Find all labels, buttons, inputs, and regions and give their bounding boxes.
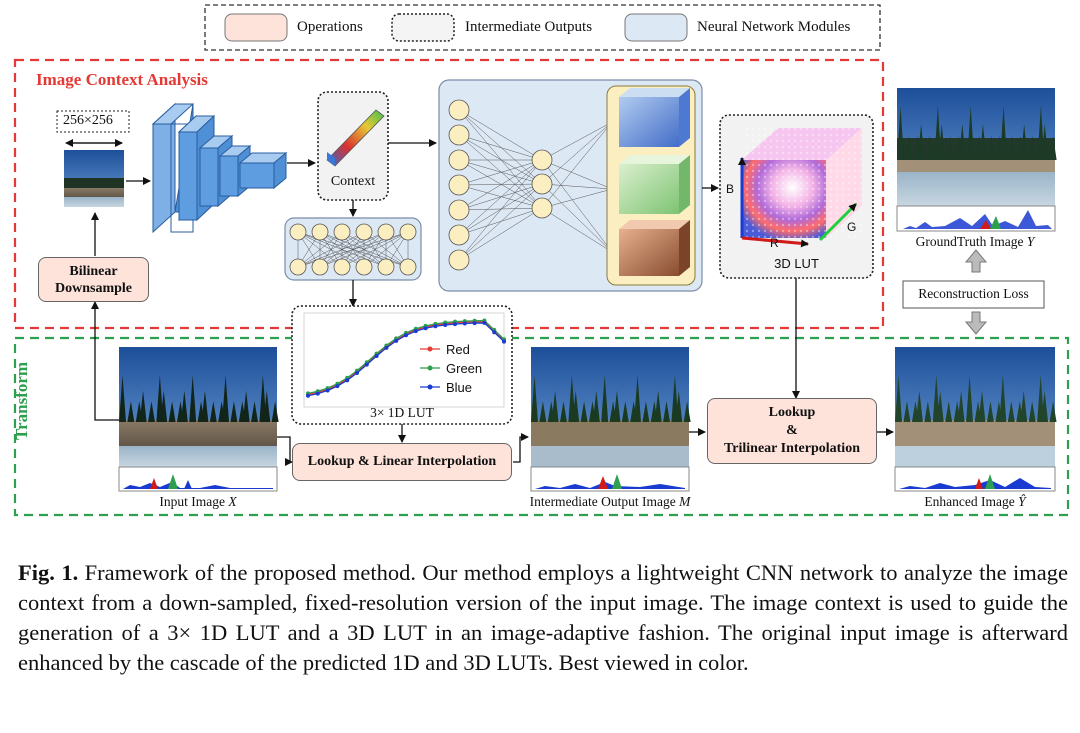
- nn-node: [448, 149, 470, 171]
- nn-node: [377, 223, 395, 241]
- lookup-linear-box: Lookup & Linear Interpolation: [292, 443, 512, 481]
- lut3d-label: 3D LUT: [774, 256, 819, 271]
- axis-r-label: R: [770, 236, 779, 250]
- nn-node: [311, 258, 329, 276]
- nn-node: [448, 224, 470, 246]
- input-image-label: Input Image X: [159, 494, 237, 509]
- lookup-tri-line2: &: [786, 423, 798, 438]
- nn-node: [377, 258, 395, 276]
- lookup-trilinear-box: Lookup & Trilinear Interpolation: [707, 398, 877, 464]
- nn-node: [333, 223, 351, 241]
- framework-figure: Operations Intermediate Outputs Neural N…: [12, 4, 1070, 517]
- nn-node: [531, 149, 553, 171]
- caption-text: Framework of the proposed method. Our me…: [18, 560, 1069, 675]
- nn-node: [355, 258, 373, 276]
- reconstruction-loss-label: Reconstruction Loss: [918, 286, 1029, 301]
- nn-node: [448, 249, 470, 271]
- lookup-tri-line3: Trilinear Interpolation: [724, 441, 860, 456]
- nn-node: [399, 258, 417, 276]
- lut1d-label: 3× 1D LUT: [370, 405, 434, 420]
- legend-intermediate: Intermediate Outputs: [465, 19, 593, 35]
- nn-node: [311, 223, 329, 241]
- nn-node: [399, 223, 417, 241]
- nn-node: [289, 223, 307, 241]
- lut1d-legend-blue: Blue: [446, 380, 473, 395]
- legend-modules: Neural Network Modules: [697, 19, 851, 35]
- transform-section-title: Transform: [12, 361, 31, 440]
- axis-g-label: G: [847, 220, 857, 234]
- enhanced-image-label: Enhanced Image Ŷ: [924, 494, 1026, 509]
- nn-node: [289, 258, 307, 276]
- intermediate-image-label: Intermediate Output Image M: [529, 494, 691, 509]
- legend-operations: Operations: [297, 19, 363, 35]
- nn-node: [333, 258, 351, 276]
- nn-node: [531, 173, 553, 195]
- context-section-title: Image Context Analysis: [36, 70, 208, 89]
- lut1d-legend-red: Red: [446, 342, 470, 357]
- caption-label: Fig. 1.: [18, 560, 79, 585]
- nn-node: [448, 199, 470, 221]
- figure-caption: Fig. 1. Framework of the proposed method…: [18, 558, 1068, 678]
- nn-node: [531, 197, 553, 219]
- bilinear-downsample-box: Bilinear Downsample: [38, 257, 149, 302]
- framework-diagram-svg: [13, 4, 1070, 517]
- nn-node: [448, 124, 470, 146]
- axis-b-label: B: [726, 182, 735, 196]
- nn-node: [448, 99, 470, 121]
- context-label: Context: [330, 174, 376, 189]
- lookup-tri-line1: Lookup: [768, 405, 816, 420]
- groundtruth-label: GroundTruth Image Y: [915, 234, 1035, 249]
- resolution-label: 256×256: [63, 113, 113, 128]
- nn-node: [448, 174, 470, 196]
- lut1d-legend-green: Green: [446, 361, 483, 376]
- nn-node: [355, 223, 373, 241]
